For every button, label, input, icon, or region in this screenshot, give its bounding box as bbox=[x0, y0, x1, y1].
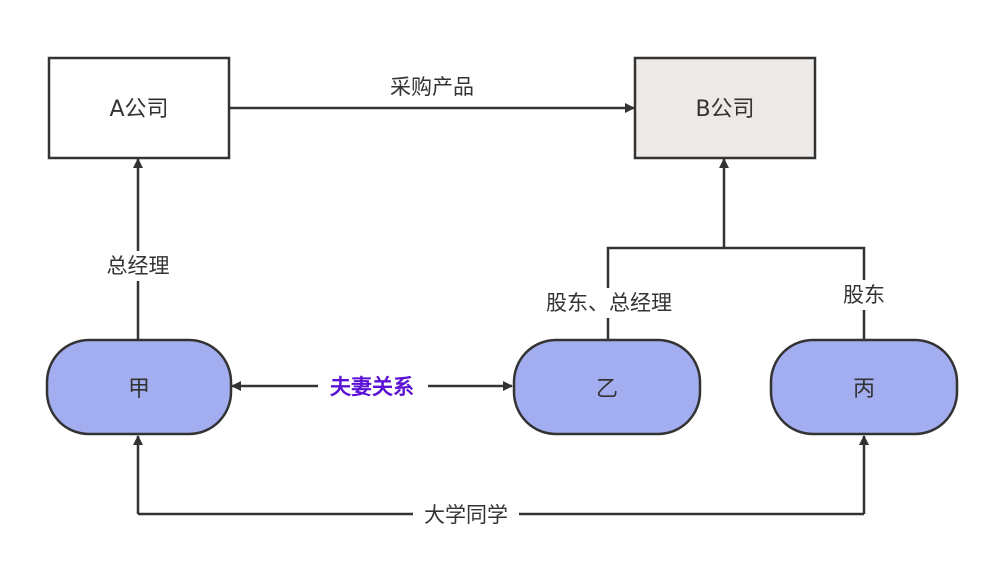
edge-labels: 采购产品 总经理 股东、总经理 股东 夫妻关系 大学同学 bbox=[96, 75, 893, 530]
label-spouse: 夫妻关系 bbox=[330, 375, 414, 399]
company-b-box: B公司 bbox=[633, 56, 817, 160]
label-shareholder: 股东 bbox=[843, 283, 885, 307]
company-a-label: A公司 bbox=[109, 97, 168, 122]
person-bing-label: 丙 bbox=[853, 377, 875, 402]
person-jia-node: 甲 bbox=[45, 338, 233, 436]
person-jia-label: 甲 bbox=[128, 377, 150, 402]
person-yi-label: 乙 bbox=[596, 377, 618, 402]
edges bbox=[133, 103, 869, 516]
label-general-manager: 总经理 bbox=[107, 254, 170, 278]
label-shareholder-gm: 股东、总经理 bbox=[546, 291, 672, 315]
label-classmates: 大学同学 bbox=[424, 503, 508, 527]
company-b-label: B公司 bbox=[695, 97, 754, 122]
label-bg-shareholder-gm bbox=[533, 288, 685, 318]
person-bing-node: 丙 bbox=[769, 338, 959, 436]
label-bg-general-manager bbox=[96, 251, 182, 281]
label-bg-shareholder bbox=[835, 280, 893, 310]
label-purchase: 采购产品 bbox=[390, 75, 474, 99]
label-bg-classmates bbox=[413, 500, 519, 530]
company-a-box: A公司 bbox=[47, 56, 231, 160]
person-yi-node: 乙 bbox=[512, 338, 702, 436]
label-bg-spouse bbox=[318, 372, 428, 402]
